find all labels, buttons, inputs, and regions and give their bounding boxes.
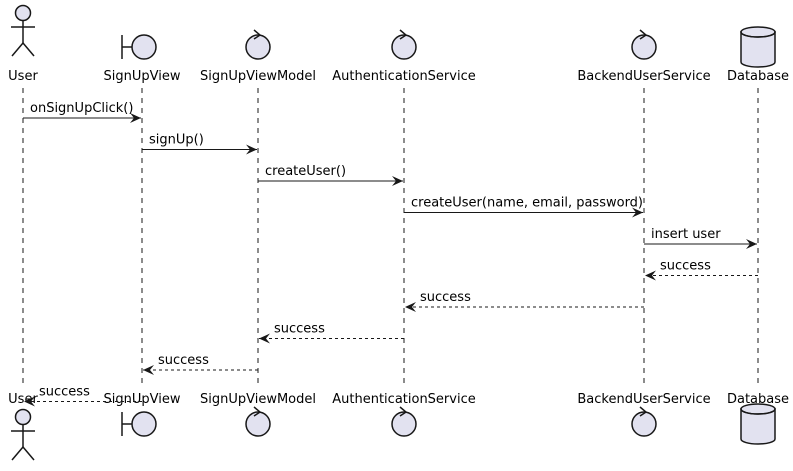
participant-bottom-sign-up-view: SignUpView xyxy=(104,392,181,437)
participant-name: SignUpView xyxy=(104,392,181,407)
message-label: success xyxy=(158,353,209,368)
control-icon xyxy=(245,406,271,437)
control-icon xyxy=(391,29,417,60)
message-8: success xyxy=(259,322,404,344)
control-icon xyxy=(631,406,657,437)
participant-top-database: Database xyxy=(727,26,789,84)
participant-bottom-backend-user-service: BackendUserService xyxy=(577,392,711,437)
participant-name: AuthenticationService xyxy=(332,392,475,407)
message-3: createUser() xyxy=(258,164,403,186)
message-2: signUp() xyxy=(142,133,257,155)
message-label: success xyxy=(274,322,325,337)
lifelines xyxy=(22,88,759,388)
database-icon xyxy=(740,403,776,445)
message-label: success xyxy=(660,259,711,274)
participant-name: BackendUserService xyxy=(577,69,710,84)
participant-name: Database xyxy=(727,69,789,84)
participant-name: SignUpViewModel xyxy=(200,69,316,84)
message-9: success xyxy=(143,353,258,375)
message-label: signUp() xyxy=(149,133,204,148)
message-label: success xyxy=(39,385,90,400)
participant-bottom-authentication-service: AuthenticationService xyxy=(332,392,476,437)
participant-bottom-sign-up-view-model: SignUpViewModel xyxy=(200,392,316,437)
participants-bottom: User SignUpView SignUpViewModel Authenticat… xyxy=(8,392,789,461)
boundary-icon xyxy=(121,411,157,437)
message-label: insert user xyxy=(651,227,721,242)
participant-bottom-database: Database xyxy=(727,392,789,445)
participant-top-user: User xyxy=(8,4,38,84)
control-icon xyxy=(391,406,417,437)
participant-top-authentication-service: AuthenticationService xyxy=(332,29,476,84)
participant-name: User xyxy=(8,69,38,84)
participant-name: BackendUserService xyxy=(577,392,710,407)
participant-name: Database xyxy=(727,392,789,407)
actor-icon xyxy=(11,408,35,461)
participant-bottom-user: User xyxy=(8,392,38,461)
participant-top-sign-up-view: SignUpView xyxy=(104,34,181,84)
message-7: success xyxy=(405,290,644,312)
database-icon xyxy=(740,26,776,68)
messages: onSignUpClick() signUp() createUser() creat… xyxy=(23,101,758,407)
boundary-icon xyxy=(121,34,157,60)
message-label: createUser() xyxy=(265,164,346,179)
message-label: onSignUpClick() xyxy=(30,101,133,116)
participant-top-backend-user-service: BackendUserService xyxy=(577,29,711,84)
control-icon xyxy=(631,29,657,60)
control-icon xyxy=(245,29,271,60)
participant-name: User xyxy=(8,392,38,407)
actor-icon xyxy=(11,4,35,57)
message-1: onSignUpClick() xyxy=(23,101,141,123)
message-4: createUser(name, email, password) xyxy=(404,196,643,218)
participant-top-sign-up-view-model: SignUpViewModel xyxy=(200,29,316,84)
participant-name: SignUpView xyxy=(104,69,181,84)
message-label: success xyxy=(420,290,471,305)
participant-name: SignUpViewModel xyxy=(200,392,316,407)
message-5: insert user xyxy=(644,227,757,249)
participants-top: User SignUpView SignUpViewModel Authenticat… xyxy=(8,4,789,84)
participant-name: AuthenticationService xyxy=(332,69,475,84)
message-10: success xyxy=(24,385,142,407)
message-label: createUser(name, email, password) xyxy=(411,196,643,211)
message-6: success xyxy=(645,259,758,281)
